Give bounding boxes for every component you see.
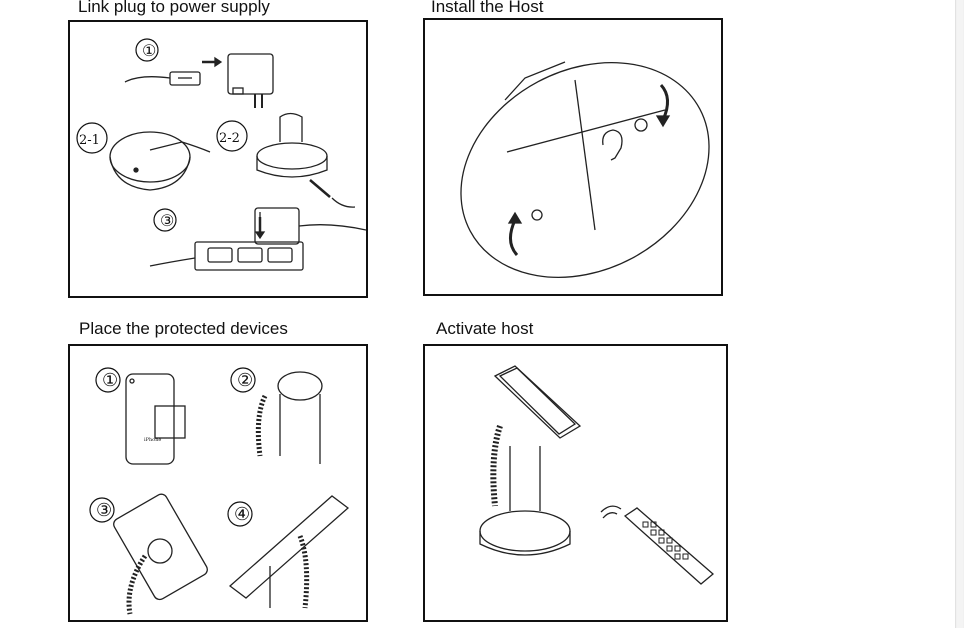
device-step-2: ② — [237, 370, 253, 391]
device-step-1: ① — [102, 370, 118, 391]
section-title-install: Install the Host — [431, 0, 544, 16]
section-title-power: Link plug to power supply — [78, 0, 270, 16]
power-step-1: ① — [142, 41, 156, 60]
activate-illustration-panel — [423, 344, 728, 622]
device-step-4: ④ — [234, 504, 250, 525]
activate-illustration — [479, 365, 715, 585]
power-strip-icon — [194, 241, 304, 271]
host-base-underside-icon — [460, 62, 710, 278]
power-step-2-2: 2-2 — [219, 131, 240, 146]
host-base-icon — [109, 131, 191, 183]
power-step-3: ③ — [160, 211, 174, 230]
install-illustration — [460, 61, 710, 278]
power-adapter-icon — [227, 53, 274, 95]
power-step-2-1: 2-1 — [79, 133, 100, 148]
remote-control-icon — [623, 507, 715, 585]
host-base-icon — [479, 510, 571, 552]
host-stand-icon — [279, 112, 303, 142]
scrollbar-thumb[interactable] — [957, 0, 963, 628]
device-step-3: ③ — [96, 500, 112, 521]
usb-plug-icon — [169, 71, 201, 86]
power-illustration: ① 2-1 2-2 ③ — [76, 38, 366, 271]
section-title-devices: Place the protected devices — [79, 319, 288, 338]
section-title-activate: Activate host — [436, 319, 534, 338]
devices-illustration-panel: iPhone ① ② ③ ④ — [68, 344, 368, 622]
devices-illustration: iPhone ① ② ③ ④ — [89, 367, 350, 615]
install-illustration-panel — [423, 18, 723, 296]
power-illustration-panel: ① 2-1 2-2 ③ — [68, 20, 368, 298]
phone-brand-label: iPhone — [144, 437, 161, 443]
phone-back-icon — [125, 373, 175, 465]
phone-on-stand-icon — [493, 365, 582, 439]
vertical-scrollbar[interactable] — [955, 0, 964, 628]
connector-icon — [602, 129, 623, 161]
